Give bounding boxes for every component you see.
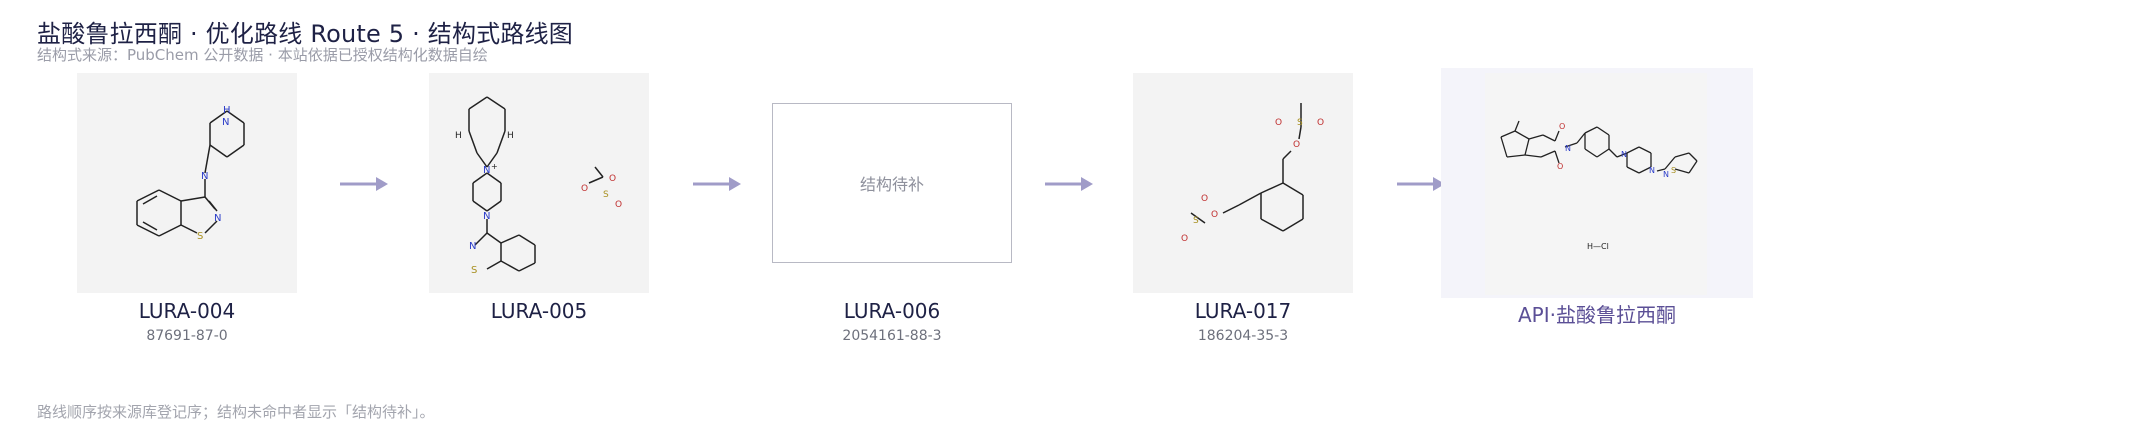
svg-text:N: N [469, 241, 476, 252]
svg-text:O: O [1211, 210, 1218, 220]
svg-text:S: S [1671, 166, 1676, 175]
svg-text:O: O [1201, 194, 1208, 204]
node-cas: 87691-87-0 [146, 328, 228, 344]
footer-note: 路线顺序按来源库登记序；结构未命中者显示「结构待补」。 [37, 403, 435, 421]
svg-text:H—Cl: H—Cl [1587, 242, 1609, 251]
arrow-3 [1045, 177, 1093, 191]
svg-text:O: O [1557, 162, 1563, 171]
structure-lura-005: H H N + N N S O O O S [455, 96, 622, 276]
route-node-api[interactable]: N O O N N N S H—Cl API·盐酸鲁拉西酮 [1441, 68, 1753, 353]
node-code: LURA-017 [1194, 299, 1292, 323]
svg-text:O: O [581, 184, 588, 194]
node-code: API·盐酸鲁拉西酮 [1518, 303, 1676, 327]
node-cas: 2054161-88-3 [842, 328, 942, 344]
svg-text:S: S [1297, 118, 1303, 128]
node-code: LURA-004 [138, 299, 236, 323]
page-subtitle: 结构式来源：PubChem 公开数据 · 本站依据已授权结构化数据自绘 [37, 46, 488, 64]
svg-text:N: N [483, 211, 490, 222]
svg-text:H: H [455, 131, 462, 141]
svg-text:O: O [1181, 234, 1188, 244]
route-node-lura-004[interactable]: H N N N S LURA-004 87691-87-0 [77, 73, 297, 353]
svg-text:S: S [471, 265, 477, 276]
node-code: LURA-005 [490, 299, 588, 323]
svg-text:O: O [1275, 118, 1282, 128]
svg-text:O: O [1559, 122, 1565, 131]
api-structure-frame: N O O N N N S H—Cl [1485, 73, 1707, 295]
svg-text:N: N [1621, 150, 1627, 159]
svg-text:H: H [507, 131, 514, 141]
arrow-1 [340, 177, 388, 191]
svg-text:+: + [491, 162, 498, 171]
route-node-lura-017[interactable]: O S O O O S O O LURA-017 186204-35-3 [1133, 73, 1353, 353]
node-cas: 186204-35-3 [1197, 328, 1289, 344]
node-code: LURA-006 [843, 299, 941, 323]
structure-placeholder: 结构待补 [772, 103, 1012, 263]
svg-text:S: S [1193, 216, 1199, 226]
svg-text:O: O [1317, 118, 1324, 128]
svg-text:N: N [1663, 170, 1669, 179]
route-node-lura-005[interactable]: H H N + N N S O O O S LURA-005 [429, 73, 649, 353]
structure-card: H N N N S [77, 73, 297, 293]
svg-text:O: O [615, 200, 622, 210]
route-node-lura-006[interactable]: 结构待补 LURA-006 2054161-88-3 [772, 73, 1012, 353]
structure-api: N O O N N N S H—Cl [1500, 120, 1698, 251]
svg-text:H: H [223, 105, 231, 116]
structure-card: H H N + N N S O O O S [429, 73, 649, 293]
svg-text:S: S [197, 231, 203, 242]
structure-lura-017: O S O O O S O O [1181, 103, 1324, 244]
structure-card-api: N O O N N N S H—Cl [1441, 68, 1753, 298]
svg-text:O: O [609, 174, 616, 184]
page-title: 盐酸鲁拉西酮 · 优化路线 Route 5 · 结构式路线图 [37, 20, 573, 48]
svg-text:N: N [201, 171, 208, 182]
svg-text:S: S [603, 190, 609, 200]
svg-text:N: N [222, 117, 229, 128]
svg-text:N: N [214, 213, 221, 224]
svg-text:O: O [1293, 140, 1300, 150]
svg-text:N: N [1565, 144, 1571, 153]
placeholder-text: 结构待补 [859, 175, 924, 194]
svg-text:N: N [483, 165, 490, 176]
structure-lura-004: H N N N S [136, 105, 245, 242]
svg-text:N: N [1649, 166, 1655, 175]
arrow-2 [693, 177, 741, 191]
structure-card: O S O O O S O O [1133, 73, 1353, 293]
arrow-4 [1397, 177, 1445, 191]
